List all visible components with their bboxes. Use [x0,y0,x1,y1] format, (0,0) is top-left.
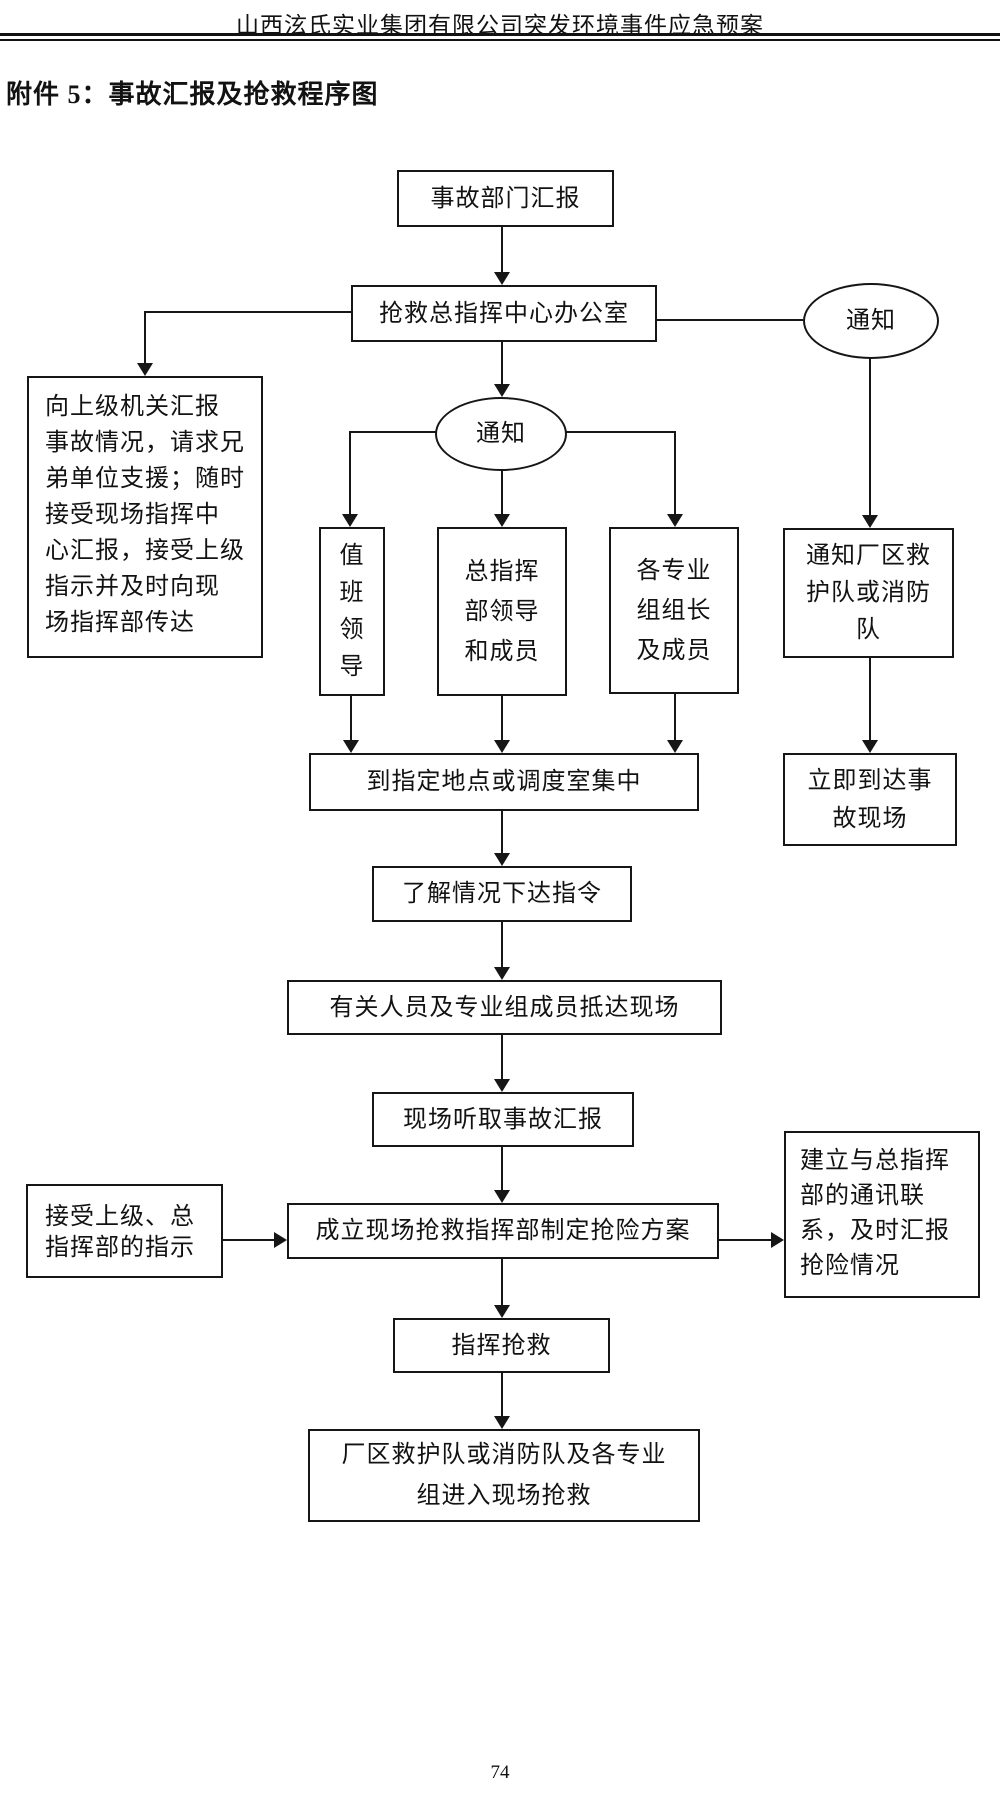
node-assemble: 到指定地点或调度室集中 [309,753,699,811]
connector-plant-to-arrive [869,658,871,741]
node-command-rescue: 指挥抢救 [393,1318,610,1373]
node-rescue-hq-office: 抢救总指挥中心办公室 [351,285,657,342]
connector-hq-to-notify [501,342,503,385]
connector-notify-left-v [349,431,351,514]
node-accident-dept-report: 事故部门汇报 [397,170,614,227]
arrowhead-duty-to-assemble [343,740,359,753]
connector-hqleaders-to-assemble [501,696,503,741]
arrowhead-to-arrive-immediately [862,740,878,753]
connector-notify-mid-v [501,470,503,515]
arrowhead-assemble-to-orders [494,853,510,866]
connector-command-to-teams [501,1373,503,1418]
connector-listen-to-setup [501,1147,503,1192]
connector-duty-to-assemble [350,696,352,741]
arrowhead-command-to-teams [494,1416,510,1429]
node-notify-center-ellipse: 通知 [435,397,567,471]
connector-notify2-down [869,358,871,516]
connector-setup-to-commlink [719,1239,771,1241]
arrowhead-setup-to-command [494,1305,510,1318]
node-notify-plant-team: 通知厂区救 护队或消防 队 [783,528,954,658]
connector-groups-to-assemble [674,694,676,741]
node-hq-leaders: 总指挥 部领导 和成员 [437,527,567,696]
node-comm-link: 建立与总指挥 部的通讯联 系，及时汇报 抢险情况 [784,1131,980,1298]
arrowhead-hqleaders-to-assemble [494,740,510,753]
node-report-superiors: 向上级机关汇报 事故情况，请求兄 弟单位支援；随时 接受现场指挥中 心汇报，接受… [27,376,263,658]
arrowhead-instructions-to-setup [274,1232,287,1248]
arrowhead-to-duty-leader [342,514,358,527]
node-teams-enter-scene: 厂区救护队或消防队及各专业 组进入现场抢救 [308,1429,700,1522]
node-understand-orders: 了解情况下达指令 [372,866,632,922]
connector-notify-left-h [350,431,437,433]
connector-notify-right-v [674,431,676,515]
arrowhead-report-to-hq [494,272,510,285]
arrowhead-listen-to-setup [494,1190,510,1203]
arrowhead-setup-to-commlink [771,1232,784,1248]
arrowhead-to-notify-plant [862,515,878,528]
arrowhead-hq-to-notify [494,384,510,397]
connector-personnel-to-listen [501,1035,503,1081]
page-number: 74 [490,1762,510,1783]
header-rule-thick [0,33,1000,36]
node-notify-right-ellipse: 通知 [803,283,939,359]
node-setup-field-hq: 成立现场抢救指挥部制定抢险方案 [287,1203,719,1259]
arrowhead-to-report-superiors [137,363,153,376]
node-receive-instructions: 接受上级、总 指挥部的指示 [26,1184,223,1278]
connector-report-to-hq [501,227,503,274]
node-arrive-immediately: 立即到达事 故现场 [783,753,957,846]
arrowhead-personnel-to-listen [494,1079,510,1092]
arrowhead-to-group-leaders [667,514,683,527]
connector-orders-to-personnel [501,922,503,969]
header-rule-thin [0,39,1000,41]
node-group-leaders: 各专业 组组长 及成员 [609,527,739,694]
arrowhead-to-hq-leaders [494,514,510,527]
connector-instructions-to-setup [223,1239,274,1241]
arrowhead-groups-to-assemble [667,740,683,753]
node-duty-leader: 值 班 领 导 [319,527,385,696]
node-listen-report: 现场听取事故汇报 [372,1092,634,1147]
connector-setup-to-command [501,1259,503,1307]
connector-notify-right-h [566,431,676,433]
attachment-title: 附件 5：事故汇报及抢救程序图 [6,80,379,109]
connector-hq-left-h [144,311,351,313]
connector-hq-right-h [657,319,803,321]
connector-assemble-to-orders [501,811,503,855]
node-personnel-arrive: 有关人员及专业组成员抵达现场 [287,980,722,1035]
arrowhead-orders-to-personnel [494,967,510,980]
connector-hq-left-v [144,311,146,364]
